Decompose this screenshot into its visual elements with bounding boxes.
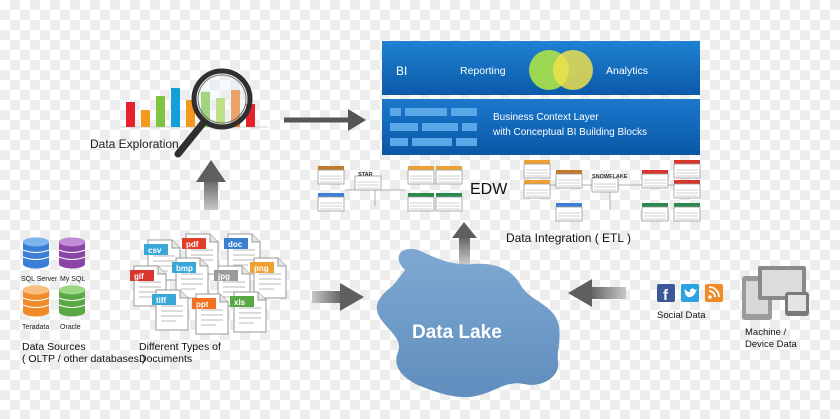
business-context-panel: Business Context Layer with Conceptual B… — [382, 99, 700, 155]
context-layer-title: Business Context Layer — [493, 112, 599, 123]
documents-subcaption: Documents — [139, 353, 192, 365]
file-icon-jpg: jpg — [214, 265, 251, 307]
svg-text:pdf: pdf — [186, 240, 199, 249]
database-icon-mysql — [58, 237, 86, 269]
file-icon-ppt: ppt — [192, 293, 229, 335]
twitter-icon — [681, 284, 699, 302]
database-sources: SQL Server My SQL Teradata Oracle — [21, 237, 86, 331]
star-schema-label: STAR — [358, 172, 373, 178]
social-icons: f — [657, 284, 723, 304]
arrow-sources-to-exploration — [196, 160, 226, 210]
exploration-bar — [231, 90, 240, 127]
exploration-bar — [216, 98, 225, 127]
data-sources-caption: Data Sources — [22, 341, 86, 353]
svg-text:gif: gif — [134, 272, 144, 281]
social-data-label: Social Data — [657, 310, 706, 321]
exploration-bar — [246, 104, 255, 127]
document-types: csv pdf doc gif bmp jpg png tiff ppt xls — [130, 233, 287, 335]
context-layer-subtitle: with Conceptual BI Building Blocks — [492, 127, 647, 138]
exploration-bar — [141, 110, 150, 127]
venn-circle-analytics — [553, 50, 593, 90]
bi-label: BI — [396, 64, 407, 78]
data-exploration-chart — [120, 88, 268, 128]
file-icon-doc: doc — [224, 233, 261, 275]
svg-text:csv: csv — [148, 246, 162, 255]
svg-text:jpg: jpg — [217, 272, 230, 281]
machine-data-label: Machine / — [745, 327, 787, 338]
arrow-documents-to-lake — [312, 283, 364, 311]
edw-label: EDW — [470, 181, 508, 198]
database-label: My SQL — [60, 276, 85, 283]
file-icon-bmp: bmp — [172, 257, 209, 299]
svg-text:bmp: bmp — [176, 264, 193, 273]
file-icon-csv: csv — [144, 239, 181, 281]
file-icon-png: png — [250, 257, 287, 299]
data-lake-cloud: Data Lake — [376, 248, 560, 398]
database-icon-teradata — [22, 285, 50, 317]
exploration-bar — [156, 96, 165, 127]
file-icon-tiff: tiff — [152, 289, 189, 331]
data-exploration-label: Data Exploration — [90, 137, 179, 151]
svg-text:tiff: tiff — [156, 296, 167, 305]
snowflake-schema-label: SNOWFLAKE — [592, 174, 628, 180]
file-icon-pdf: pdf — [182, 233, 219, 275]
device-data-label: Device Data — [745, 339, 797, 350]
bi-panel: BI Reporting Analytics — [382, 41, 700, 95]
documents-caption: Different Types of — [139, 341, 221, 353]
analytics-label: Analytics — [606, 65, 648, 77]
data-sources-subcaption: ( OLTP / other databases ) — [22, 353, 145, 365]
exploration-bar — [201, 92, 210, 127]
data-lake-label: Data Lake — [412, 322, 502, 343]
arrow-social-to-lake — [568, 279, 626, 307]
svg-text:doc: doc — [228, 240, 243, 249]
etl-label: Data Integration ( ETL ) — [506, 231, 631, 245]
arrow-lake-to-edw — [452, 222, 477, 264]
reporting-label: Reporting — [460, 65, 506, 77]
devices-icon — [742, 266, 809, 320]
svg-text:xls: xls — [234, 298, 246, 307]
magnifier-icon — [174, 68, 253, 158]
database-label: Oracle — [60, 324, 81, 331]
file-icon-xls: xls — [230, 291, 267, 333]
rss-icon — [705, 284, 723, 302]
edw-star-schema: STAR — [317, 166, 463, 212]
svg-text:png: png — [254, 264, 269, 273]
file-icon-gif: gif — [130, 265, 167, 307]
database-label: SQL Server — [21, 276, 58, 283]
edw-snowflake-schema: SNOWFLAKE — [523, 160, 701, 222]
database-label: Teradata — [22, 324, 49, 331]
svg-text:f: f — [663, 287, 669, 304]
database-icon-sql-server — [22, 237, 50, 269]
exploration-bar — [171, 88, 180, 127]
exploration-bar — [126, 102, 135, 127]
exploration-bar — [186, 100, 195, 127]
arrow-exploration-to-bi — [284, 109, 366, 131]
facebook-icon: f — [657, 284, 675, 304]
building-blocks — [390, 108, 477, 146]
svg-text:ppt: ppt — [196, 300, 209, 309]
database-icon-oracle — [58, 285, 86, 317]
